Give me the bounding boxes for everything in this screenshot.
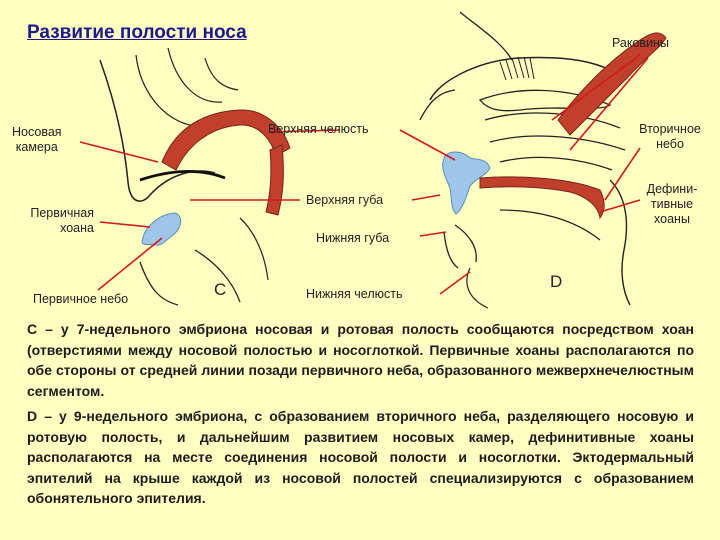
c-oral-contour xyxy=(139,261,179,306)
label-definitive-choanae: Дефини- тивные хоаны xyxy=(646,182,698,226)
d-oral-contour xyxy=(443,231,459,269)
pointer-primary-choana xyxy=(99,221,151,228)
pointer-lower-lip xyxy=(419,231,447,237)
d-concha xyxy=(499,156,613,171)
pointer-upper-jaw-d xyxy=(399,129,456,161)
c-contour-line xyxy=(204,57,239,91)
d-contour-line xyxy=(459,11,513,61)
d-secondary-palate xyxy=(479,176,605,220)
d-pharynx-outline xyxy=(609,179,631,306)
pointer-secondary-palate xyxy=(604,147,641,201)
c-nasal-floor-line xyxy=(139,170,226,182)
label-lower-lip: Нижняя губа xyxy=(316,231,390,245)
label-primary-palate: Первичное небо xyxy=(33,292,129,306)
label-nasal-chamber: Носовая камера xyxy=(12,125,62,154)
label-secondary-palate: Вторичное небо xyxy=(639,122,701,151)
d-concha xyxy=(484,112,621,129)
pointer-conchae xyxy=(569,57,649,151)
embryo-nasal-development-diagram xyxy=(79,11,667,309)
d-oral-contour xyxy=(454,224,477,263)
c-upper-jaw-bone xyxy=(161,109,291,171)
figure-c-letter: С xyxy=(214,280,227,299)
c-contour-line xyxy=(135,54,195,127)
d-head-outline xyxy=(419,89,456,121)
c-head-outline xyxy=(99,59,216,202)
label-conchae: Раковины xyxy=(612,36,669,50)
pointer-lower-jaw xyxy=(439,271,471,295)
c-upper-jaw-bone xyxy=(265,144,284,216)
pointer-definitive-choanae xyxy=(599,199,641,213)
figure-c-drawing xyxy=(99,47,291,306)
c-contour-line xyxy=(167,47,223,103)
d-nasal-septum-blue xyxy=(442,151,491,215)
pointer-nasal-chamber xyxy=(79,141,159,163)
pointer-conchae xyxy=(551,54,641,121)
pointer-upper-jaw-c xyxy=(269,129,341,133)
c-primary-choana xyxy=(141,212,182,246)
d-concha xyxy=(489,135,626,151)
description-d: D – у 9-недельного эмбриона, с образован… xyxy=(27,408,694,506)
d-oral-contour xyxy=(499,209,601,241)
d-cranial-base-bone xyxy=(557,32,667,136)
figure-d-drawing xyxy=(419,11,667,309)
description-c: С – у 7-недельного эмбриона носовая и ро… xyxy=(27,321,694,399)
pointer-lines xyxy=(79,54,649,295)
d-head-outline xyxy=(429,56,611,101)
c-oral-contour xyxy=(239,217,269,281)
label-primary-choana: Первичная хоана xyxy=(30,206,94,235)
figure-d-letter: D xyxy=(550,272,563,291)
label-lower-jaw: Нижняя челюсть xyxy=(306,287,403,301)
c-oral-contour xyxy=(194,249,241,303)
page-title: Развитие полости носа xyxy=(27,22,247,43)
label-upper-lip: Верхняя губа xyxy=(306,193,384,207)
d-olfactory-fringe xyxy=(499,56,535,81)
d-oral-contour xyxy=(466,267,489,309)
pointer-primary-palate xyxy=(97,237,163,291)
label-upper-jaw: Верхняя челюсть xyxy=(268,122,369,136)
pointer-upper-lip-d xyxy=(411,194,441,201)
